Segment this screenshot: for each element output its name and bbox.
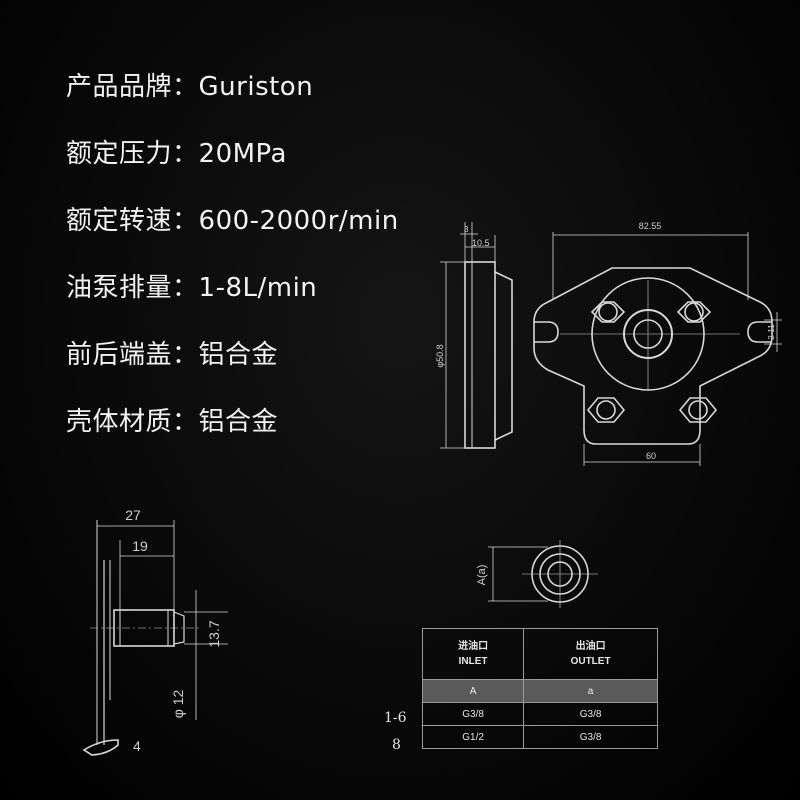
shaft-drawing: 27 19 13.7 φ 12 4 [82, 507, 228, 756]
spec-separator: ： [172, 273, 199, 303]
dim-length-key: 19 [132, 538, 148, 554]
header-outlet: 出油口 OUTLET [523, 628, 658, 680]
subheader-inlet: A [421, 679, 525, 703]
spec-value: 20MPa [198, 139, 287, 169]
spec-value: 铝合金 [198, 340, 279, 370]
header-inlet-cn: 进油口 [458, 641, 489, 652]
dim-flange-width: 82.55 [639, 221, 662, 231]
spec-value: 1-8L/min [198, 273, 318, 303]
dim-thickness-small: 3 [464, 225, 469, 234]
dim-length-total: 27 [125, 507, 141, 523]
spec-separator: ： [172, 206, 199, 236]
subheader-outlet: a [523, 679, 658, 703]
dim-key-width: 4 [133, 738, 141, 754]
spec-label: 额定压力 [66, 139, 173, 169]
spec-list: 产品品牌：Guriston 额定压力：20MPa 额定转速：600-2000r/… [66, 70, 399, 472]
spec-row-brand: 产品品牌：Guriston [66, 70, 399, 137]
bolt-bottom-right [678, 397, 718, 423]
dim-port: A(a) [476, 565, 488, 586]
flange-outline [533, 267, 773, 445]
header-outlet-en: OUTLET [570, 656, 611, 667]
bolt-top-right [676, 301, 712, 323]
spec-row-speed: 额定转速：600-2000r/min [66, 204, 399, 271]
bolt-bottom-left [586, 397, 626, 423]
spec-label: 前后端盖 [66, 340, 173, 370]
spec-row-end-cover: 前后端盖：铝合金 [66, 338, 399, 405]
spec-value: 铝合金 [198, 407, 279, 437]
flange-side-body [464, 261, 496, 449]
header-outlet-cn: 出油口 [575, 641, 606, 652]
spec-row-housing: 壳体材质：铝合金 [66, 405, 399, 472]
dim-thickness: 10.5 [472, 238, 490, 248]
spec-separator: ： [172, 139, 199, 169]
row-size-label: 8 [392, 737, 401, 753]
table-row: G3/8 G3/8 [421, 702, 658, 726]
woodruff-key-icon [82, 739, 119, 756]
spec-separator: ： [172, 407, 199, 437]
slot-right [747, 321, 772, 343]
spec-row-displacement: 油泵排量：1-8L/min [66, 271, 399, 338]
table-row: G1/2 G3/8 [421, 725, 658, 749]
spec-label: 产品品牌 [66, 72, 173, 102]
spec-row-pressure: 额定压力：20MPa [66, 137, 399, 204]
spec-label: 额定转速 [66, 206, 173, 236]
dim-key-height: 13.7 [206, 620, 222, 647]
bolt-top-left [590, 301, 626, 323]
spec-label: 油泵排量 [66, 273, 173, 303]
spec-value: Guriston [198, 72, 314, 102]
table-header-row: 进油口 INLET 出油口 OUTLET [421, 628, 658, 680]
spec-separator: ： [172, 340, 199, 370]
dim-shaft-diameter: φ 12 [170, 690, 186, 719]
header-inlet: 进油口 INLET [421, 628, 525, 680]
flange-side-view: 3 10.5 φ50.8 [435, 222, 513, 449]
spec-label: 壳体材质 [66, 407, 173, 437]
dim-slot: 2-11 [767, 324, 776, 340]
cell-inlet: G1/2 [421, 725, 525, 749]
spec-value: 600-2000r/min [198, 206, 399, 236]
cell-outlet: G3/8 [523, 702, 658, 726]
row-size-label: 1-6 [384, 710, 407, 726]
spec-separator: ： [172, 72, 199, 102]
flange-front-view: 82.55 2-11 [533, 221, 782, 466]
dim-bottom-width: 60 [646, 451, 656, 461]
table-subheader-row: A a [421, 679, 658, 703]
dim-diameter: φ50.8 [435, 344, 445, 367]
cell-outlet: G3/8 [523, 725, 658, 749]
cell-inlet: G3/8 [421, 702, 525, 726]
flange-side-step [494, 271, 513, 441]
slot-left [534, 321, 559, 343]
port-size-table: 进油口 INLET 出油口 OUTLET A a G3/8 G3/8 G1/2 … [421, 628, 658, 749]
header-inlet-en: INLET [458, 656, 488, 667]
port-detail: A(a) [476, 540, 598, 608]
